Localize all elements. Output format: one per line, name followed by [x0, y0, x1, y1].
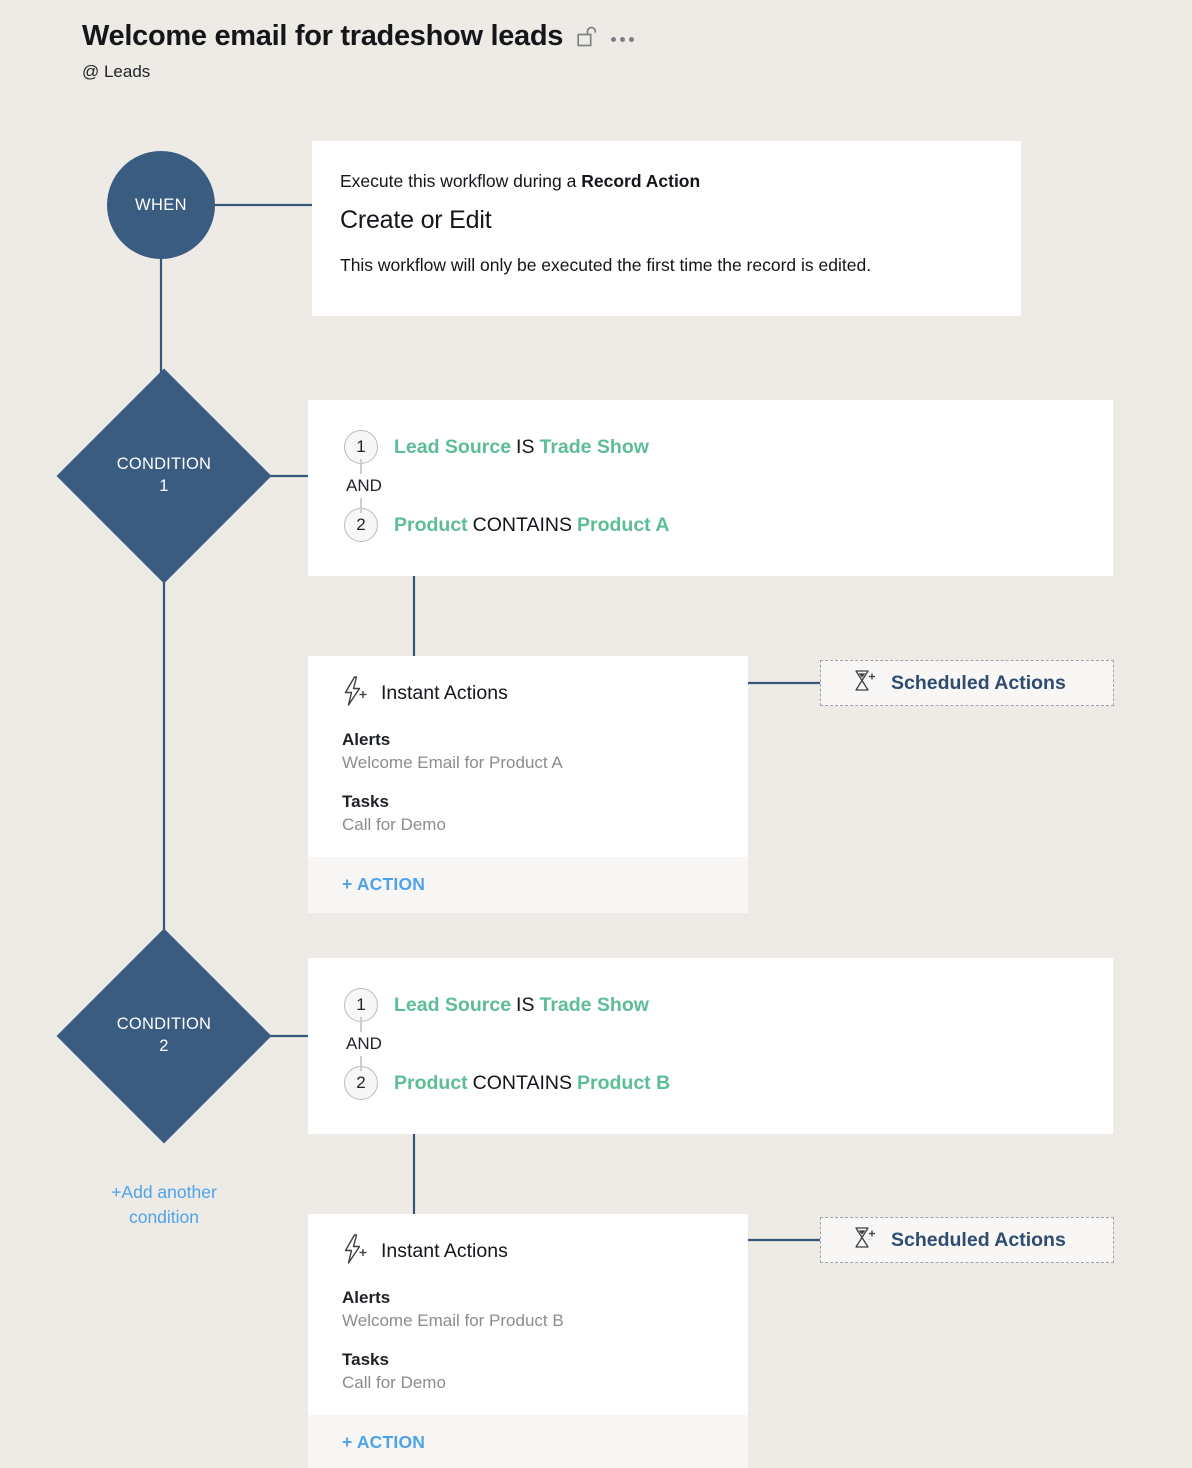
action-group-label: Alerts	[342, 1288, 391, 1307]
criteria-value: Product B	[576, 1071, 671, 1094]
condition-1-node-label-line1: CONDITION	[116, 455, 212, 474]
page-header: Welcome email for tradeshow leads @ Lead…	[82, 20, 635, 82]
condition-2-node-label: CONDITION 2	[117, 1014, 211, 1058]
object-subtitle: @ Leads	[82, 62, 151, 81]
criteria-field: Lead Source	[394, 993, 512, 1016]
criteria-operator: IS	[516, 993, 535, 1016]
hourglass-plus-icon	[851, 1225, 877, 1256]
action-group-value: Welcome Email for Product B	[342, 1311, 564, 1330]
when-note: This workflow will only be executed the …	[340, 255, 872, 275]
action-group-value: Call for Demo	[342, 1373, 446, 1392]
action-group-label: Alerts	[342, 730, 391, 749]
lightning-plus-icon	[342, 676, 368, 711]
condition-1-node-label: CONDITION 1	[117, 454, 211, 498]
criteria-joiner-label: AND	[346, 1032, 388, 1056]
unlock-icon[interactable]	[577, 25, 597, 52]
condition-1-node[interactable]: CONDITION 1	[56, 368, 272, 584]
when-node[interactable]: WHEN	[107, 151, 215, 259]
criteria-field: Lead Source	[394, 435, 512, 458]
criteria-operator: IS	[516, 435, 535, 458]
action-group-value: Welcome Email for Product A	[342, 753, 563, 772]
add-another-condition-link[interactable]: +Add another condition	[88, 1180, 240, 1230]
criteria-operator: CONTAINS	[472, 1071, 572, 1094]
when-description: Execute this workflow during a Record Ac…	[340, 171, 993, 192]
action-group-label: Tasks	[342, 1350, 389, 1369]
condition-2-node[interactable]: CONDITION 2	[56, 928, 272, 1144]
hourglass-plus-icon	[851, 668, 877, 699]
when-description-bold: Record Action	[581, 171, 701, 191]
action-group-value: Call for Demo	[342, 815, 446, 834]
criteria-joiner: AND	[344, 1017, 1113, 1071]
criteria-value: Trade Show	[539, 993, 649, 1016]
add-action-label: + ACTION	[342, 1432, 426, 1452]
when-node-label: WHEN	[134, 195, 187, 214]
instant-actions-card-2[interactable]: Instant Actions Alerts Welcome Email for…	[308, 1214, 748, 1468]
action-group[interactable]: Tasks Call for Demo	[342, 792, 748, 835]
instant-actions-header: Instant Actions	[342, 676, 748, 711]
criteria-operator: CONTAINS	[472, 513, 572, 536]
criteria-field: Product	[394, 1071, 468, 1094]
when-trigger-title: Create or Edit	[340, 206, 492, 234]
page-title: Welcome email for tradeshow leads	[82, 20, 564, 52]
criteria-joiner-label: AND	[346, 474, 388, 498]
action-group[interactable]: Alerts Welcome Email for Product A	[342, 730, 748, 773]
add-condition-line1: +Add another	[111, 1182, 217, 1202]
action-group[interactable]: Tasks Call for Demo	[342, 1350, 748, 1393]
when-card[interactable]: Execute this workflow during a Record Ac…	[312, 141, 1021, 316]
criteria-value: Trade Show	[539, 435, 649, 458]
instant-actions-header: Instant Actions	[342, 1234, 748, 1269]
action-group[interactable]: Alerts Welcome Email for Product B	[342, 1288, 748, 1331]
criteria-number: 2	[344, 508, 378, 542]
instant-actions-body: Instant Actions Alerts Welcome Email for…	[308, 1214, 748, 1415]
when-description-prefix: Execute this workflow during a	[340, 171, 582, 191]
condition-2-node-label-line1: CONDITION	[116, 1015, 212, 1034]
add-action-footer[interactable]: + ACTION	[308, 857, 748, 913]
scheduled-actions-title: Scheduled Actions	[891, 1228, 1066, 1251]
criteria-field: Product	[394, 513, 468, 536]
criteria-value: Product A	[576, 513, 670, 536]
scheduled-actions-title: Scheduled Actions	[891, 671, 1066, 694]
action-group-label: Tasks	[342, 792, 389, 811]
add-action-label: + ACTION	[342, 874, 426, 894]
add-action-footer[interactable]: + ACTION	[308, 1415, 748, 1468]
lightning-plus-icon	[342, 1234, 368, 1269]
criteria-number: 2	[344, 1066, 378, 1100]
condition-2-node-label-line2: 2	[159, 1037, 169, 1055]
instant-actions-body: Instant Actions Alerts Welcome Email for…	[308, 656, 748, 857]
instant-actions-title: Instant Actions	[381, 1240, 508, 1262]
instant-actions-title: Instant Actions	[381, 682, 508, 704]
add-condition-line2: condition	[128, 1206, 200, 1227]
scheduled-actions-card-1[interactable]: Scheduled Actions	[820, 660, 1114, 706]
scheduled-actions-card-2[interactable]: Scheduled Actions	[820, 1217, 1114, 1263]
instant-actions-card-1[interactable]: Instant Actions Alerts Welcome Email for…	[308, 656, 748, 913]
condition-1-node-label-line2: 1	[159, 477, 169, 495]
criteria-joiner: AND	[344, 459, 1113, 513]
ellipsis-icon[interactable]	[611, 37, 635, 42]
page-header-row: Welcome email for tradeshow leads	[82, 20, 635, 53]
